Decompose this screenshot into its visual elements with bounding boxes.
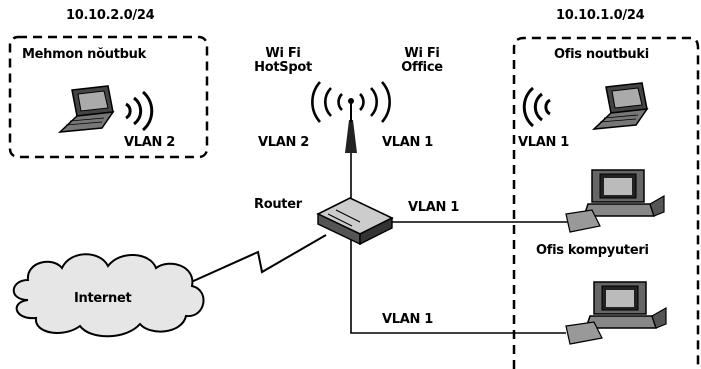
office-subnet-label: 10.10.1.0/24 bbox=[556, 9, 644, 23]
guest-laptop-icon bbox=[60, 86, 113, 132]
vlan-label-ap-right: VLAN 1 bbox=[382, 136, 433, 150]
wifi-antenna-icon bbox=[312, 82, 389, 153]
vlan-label-ap-left: VLAN 2 bbox=[258, 136, 309, 150]
office-computer-label: Ofis kompyuteri bbox=[536, 244, 649, 258]
vlan-label-office-laptop: VLAN 1 bbox=[518, 136, 569, 150]
guest-subnet-label: 10.10.2.0/24 bbox=[66, 9, 154, 23]
office-zone-title: Ofis noutbuki bbox=[554, 48, 649, 62]
wifi-hotspot-line2: HotSpot bbox=[248, 61, 318, 75]
office-wifi-signal-icon bbox=[524, 88, 550, 126]
wifi-office-label: Wi Fi Office bbox=[392, 47, 452, 75]
wifi-hotspot-line1: Wi Fi bbox=[248, 47, 318, 61]
office-laptop-icon bbox=[594, 83, 647, 129]
vlan-label-router-pc2: VLAN 1 bbox=[382, 313, 433, 327]
wifi-office-line1: Wi Fi bbox=[392, 47, 452, 61]
internet-label: Internet bbox=[74, 292, 131, 306]
router-icon bbox=[318, 198, 392, 244]
router-label: Router bbox=[254, 198, 302, 212]
vlan-label-router-pc1: VLAN 1 bbox=[408, 201, 459, 215]
guest-wifi-signal-icon bbox=[126, 92, 152, 130]
desktop-computer-icon bbox=[566, 282, 666, 344]
guest-zone-title: Mehmon nŏutbuk bbox=[22, 48, 146, 62]
wifi-office-line2: Office bbox=[392, 61, 452, 75]
vlan-label-guest-laptop: VLAN 2 bbox=[124, 136, 175, 150]
wifi-hotspot-label: Wi Fi HotSpot bbox=[248, 47, 318, 75]
desktop-computer-icon bbox=[566, 170, 664, 232]
